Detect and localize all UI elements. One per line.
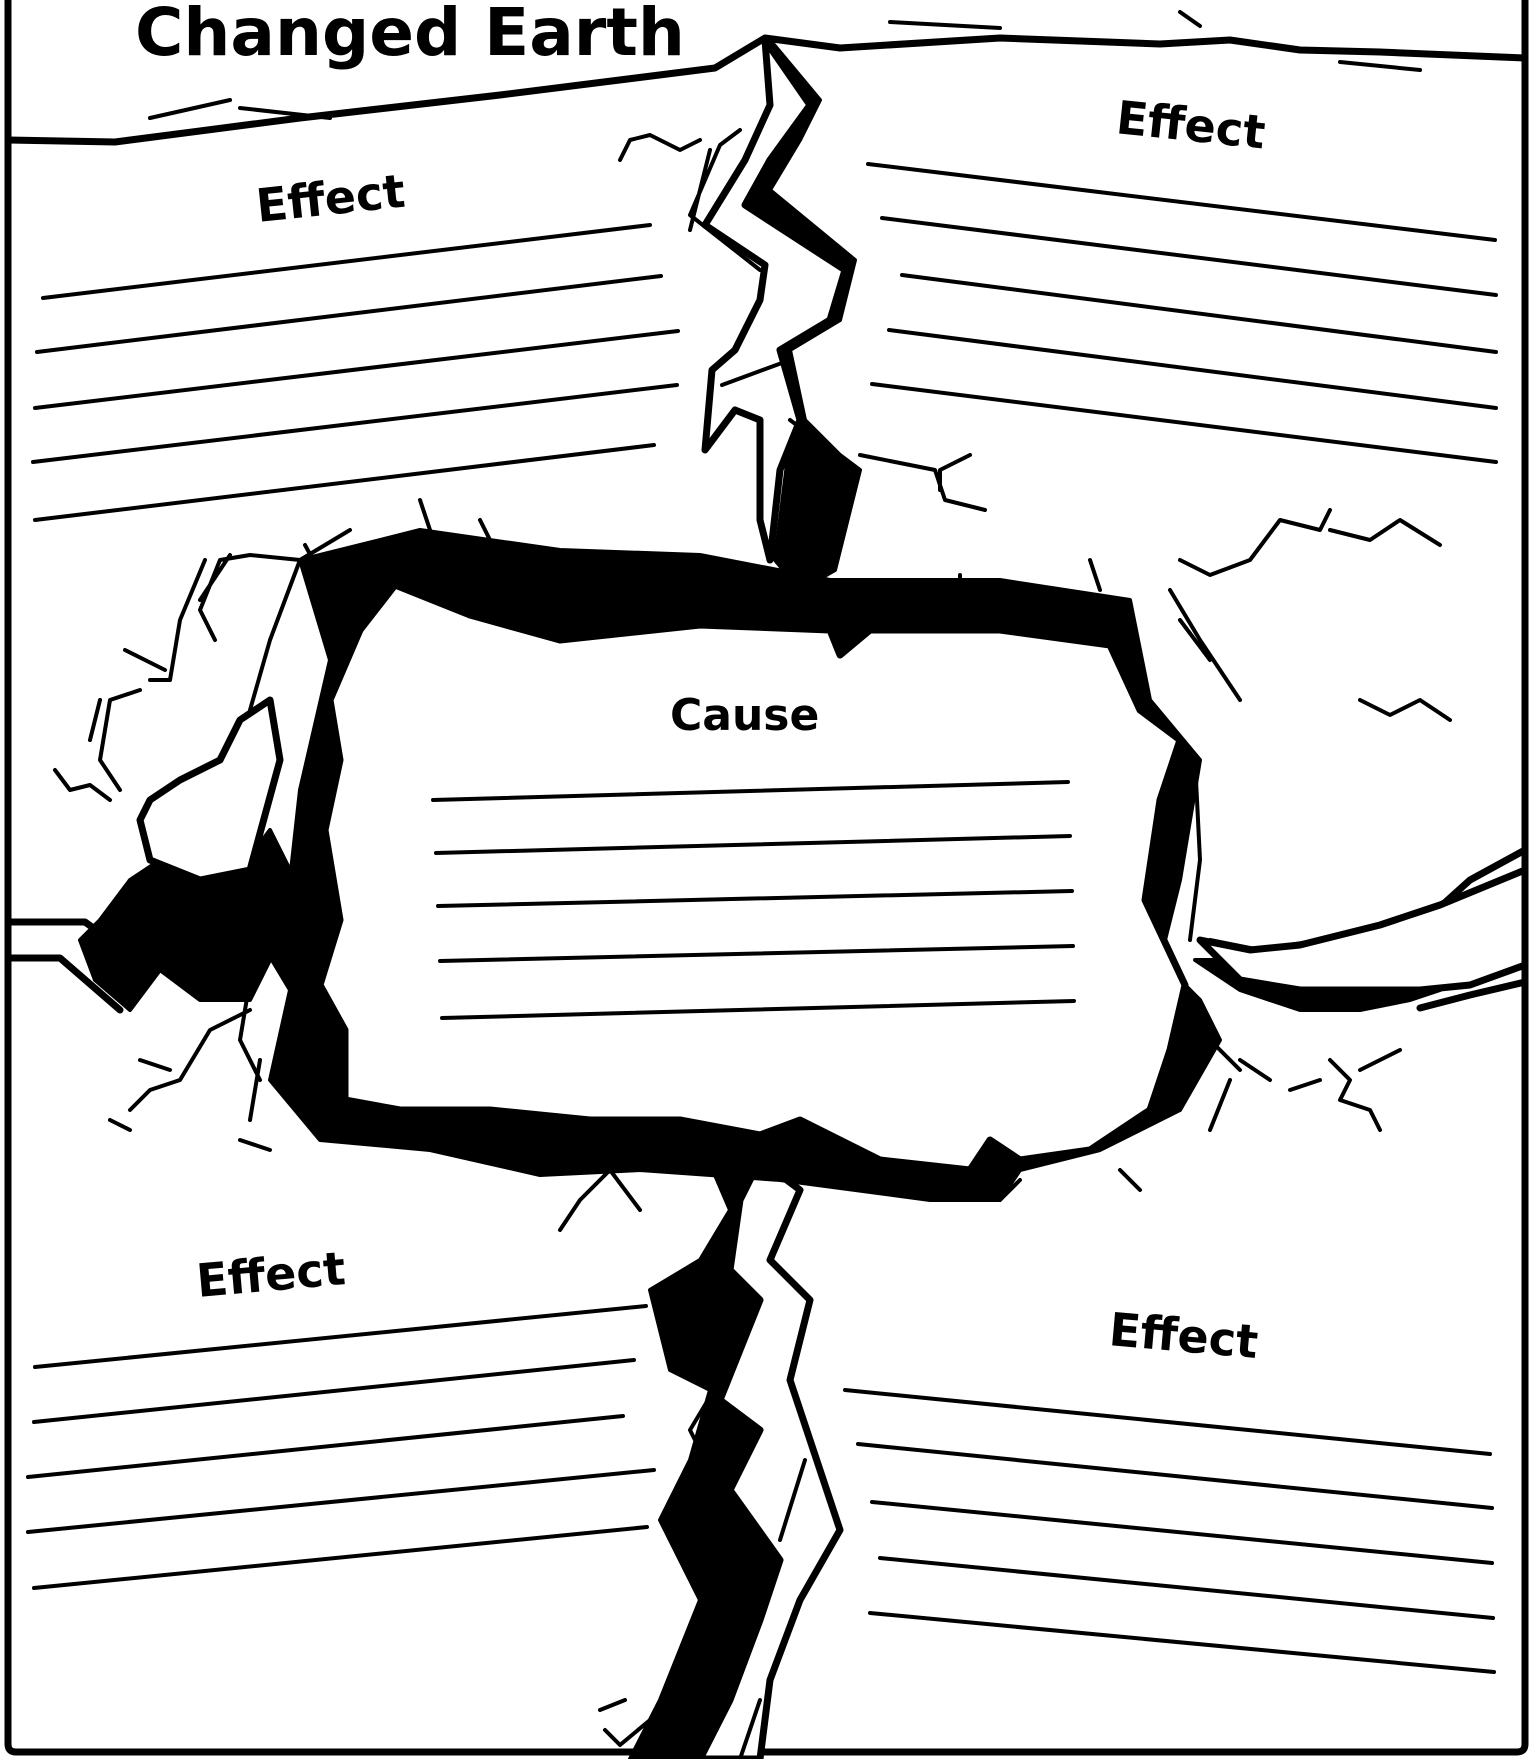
effect-bottom-right-writing-line[interactable] xyxy=(872,1502,1492,1563)
effect-top-left-writing-line[interactable] xyxy=(35,445,654,520)
effect-label-top-left: Effect xyxy=(254,164,408,233)
effect-label-bottom-left: Effect xyxy=(194,1241,347,1308)
effect-bottom-left-writing-line[interactable] xyxy=(34,1360,634,1422)
effect-bottom-left-writing-line[interactable] xyxy=(28,1416,623,1477)
effect-top-right-writing-line[interactable] xyxy=(902,275,1496,352)
top-crack-branch-right xyxy=(860,455,985,510)
bottom-crack-branch-left xyxy=(560,1170,650,1745)
cause-label: Cause xyxy=(670,690,819,741)
page-title: Changed Earth xyxy=(135,0,685,71)
effect-bottom-right-writing-line[interactable] xyxy=(858,1444,1492,1508)
effect-label-top-right: Effect xyxy=(1114,90,1268,159)
cause-blob xyxy=(320,585,1185,1170)
effect-bottom-right-writing-line[interactable] xyxy=(880,1558,1493,1618)
top-crack-branch-left xyxy=(620,135,700,160)
effect-bottom-right-writing-line[interactable] xyxy=(845,1390,1490,1454)
effect-bottom-right-writing-line[interactable] xyxy=(870,1613,1494,1672)
effect-bottom-left-writing-line[interactable] xyxy=(28,1470,654,1532)
effect-bottom-left-writing-line[interactable] xyxy=(34,1527,647,1588)
effect-bottom-left-writing-line[interactable] xyxy=(35,1306,646,1367)
effect-label-bottom-right: Effect xyxy=(1107,1302,1260,1369)
right-crack xyxy=(1200,870,1525,990)
